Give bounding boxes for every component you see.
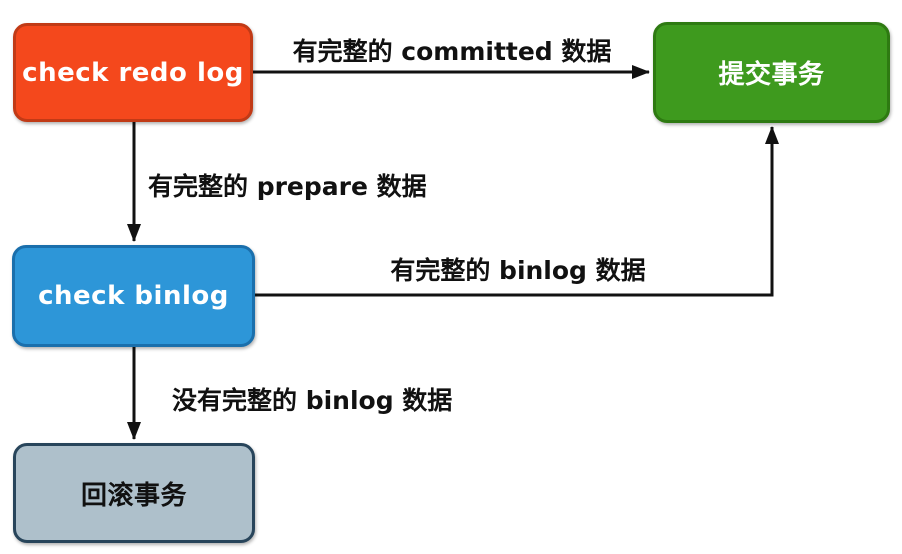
node-rollback-transaction: 回滚事务 — [13, 443, 255, 543]
node-check-redo-log: check redo log — [13, 23, 253, 122]
edge-label-prepare-data: 有完整的 prepare 数据 — [148, 172, 427, 201]
node-commit-transaction: 提交事务 — [653, 22, 890, 123]
node-check-binlog-label: check binlog — [38, 281, 229, 311]
edge-label-incomplete-binlog-data: 没有完整的 binlog 数据 — [172, 386, 453, 415]
edge-label-committed-data: 有完整的 committed 数据 — [292, 37, 612, 66]
node-rollback-transaction-label: 回滚事务 — [80, 480, 187, 511]
node-commit-transaction-label: 提交事务 — [718, 60, 825, 90]
node-check-binlog: check binlog — [12, 245, 255, 347]
edge-label-complete-binlog-data: 有完整的 binlog 数据 — [390, 256, 646, 285]
node-check-redo-log-label: check redo log — [22, 57, 244, 88]
